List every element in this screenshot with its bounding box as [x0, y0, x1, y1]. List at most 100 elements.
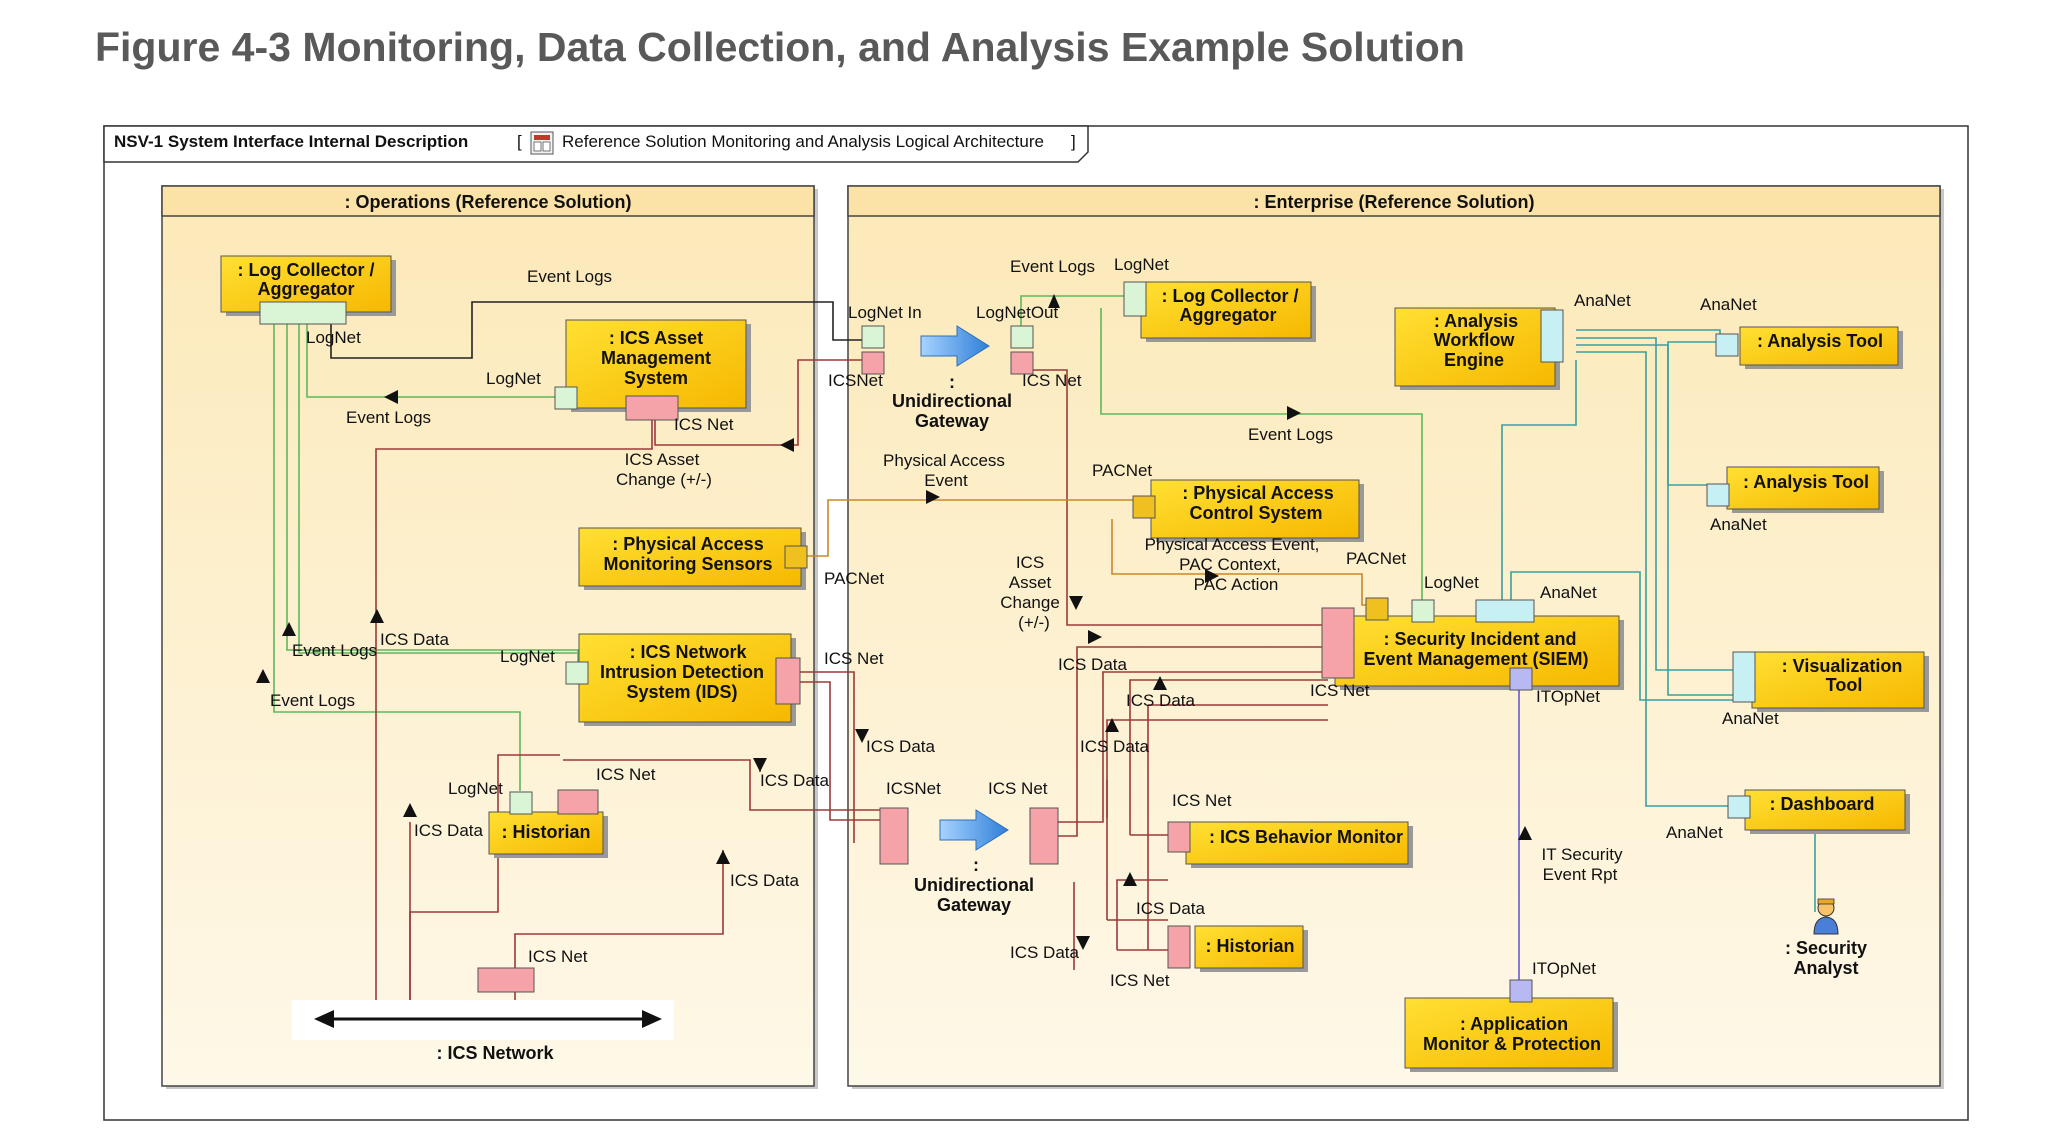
- label-gw-icsnet-lower-in: ICSNet: [886, 779, 941, 798]
- ops-pams-line2: Monitoring Sensors: [603, 554, 772, 574]
- port-gw-upper-icsnet-in: [861, 351, 885, 375]
- ops-ids-block[interactable]: : ICS Network Intrusion Detection System…: [578, 633, 796, 726]
- ent-historian-block[interactable]: : Historian: [1194, 925, 1308, 972]
- arrowheads: [256, 294, 1532, 950]
- ent-analysis-tool-2-block[interactable]: : Analysis Tool: [1726, 466, 1884, 513]
- label-ops-ics-data-lower: ICS Data: [730, 871, 800, 890]
- ops-historian-line1: : Historian: [501, 822, 590, 842]
- operations-panel-title: : Operations (Reference Solution): [344, 192, 631, 212]
- ent-siem-line1: : Security Incident and: [1383, 629, 1576, 649]
- label-ops-pacnet: PACNet: [824, 569, 884, 588]
- label-ent-ananet-siem: AnaNet: [1540, 583, 1597, 602]
- label-ent-ics-data-1: ICS Data: [1058, 655, 1128, 674]
- security-analyst-line2: Analyst: [1793, 958, 1858, 978]
- port-ent-dash-ananet: [1727, 795, 1751, 819]
- ent-log-collector-block[interactable]: : Log Collector / Aggregator: [1140, 281, 1316, 342]
- figure-title: Figure 4-3 Monitoring, Data Collection, …: [95, 24, 1465, 70]
- port-ops-pams-pacnet: [784, 545, 808, 569]
- security-analyst-actor[interactable]: : Security Analyst: [1785, 898, 1867, 978]
- port-ent-hist-icsnet: [1167, 925, 1191, 969]
- ops-asset-mgmt-line1: : ICS Asset: [609, 328, 703, 348]
- port-ent-vis-ananet: [1732, 651, 1756, 703]
- ent-pacs-block[interactable]: : Physical Access Control System: [1150, 479, 1364, 542]
- label-gw-icsnet-lower-out: ICS Net: [988, 779, 1048, 798]
- label-ent-pacnet-top: PACNet: [1092, 461, 1152, 480]
- ent-visualization-block[interactable]: : Visualization Tool: [1751, 651, 1929, 712]
- upper-gateway-line3: Gateway: [915, 411, 989, 431]
- ops-asset-mgmt-line2: Management: [601, 348, 711, 368]
- label-ent-lognet-top: LogNet: [1114, 255, 1169, 274]
- label-ent-ics-data-hist: ICS Data: [1010, 943, 1080, 962]
- lower-gateway[interactable]: : Unidirectional Gateway: [914, 809, 1034, 915]
- label-ops-event-logs-ids: Event Logs: [292, 641, 377, 660]
- port-ent-awe-ananet: [1540, 309, 1564, 363]
- port-ops-network-icsnet: [477, 967, 535, 993]
- frame-kind: NSV-1 System Interface Internal Descript…: [114, 132, 468, 151]
- label-gw-lognet-in: LogNet In: [848, 303, 922, 322]
- label-ent-event-logs-mid: Event Logs: [1248, 425, 1333, 444]
- label-ent-icsnet-hist: ICS Net: [1110, 971, 1170, 990]
- label-ent-lognet-siem: LogNet: [1424, 573, 1479, 592]
- enterprise-panel-title: : Enterprise (Reference Solution): [1253, 192, 1534, 212]
- port-ops-hist-lognet: [509, 791, 533, 815]
- label-ent-ananet-dash: AnaNet: [1666, 823, 1723, 842]
- label-ops-ics-data-right: ICS Data: [760, 771, 830, 790]
- lower-gateway-line2: Unidirectional: [914, 875, 1034, 895]
- port-ent-siem-ananet: [1475, 599, 1535, 623]
- ent-app-monitor-block[interactable]: : Application Monitor & Protection: [1404, 997, 1618, 1072]
- frame-name: Reference Solution Monitoring and Analys…: [562, 132, 1044, 151]
- upper-gateway[interactable]: : Unidirectional Gateway: [892, 325, 1012, 431]
- connectors: [273, 295, 1816, 1015]
- label-ops-lognet-asset: LogNet: [486, 369, 541, 388]
- upper-gateway-line2: Unidirectional: [892, 391, 1012, 411]
- ent-siem-block[interactable]: : Security Incident and Event Management…: [1334, 615, 1624, 690]
- ops-log-collector-line1: : Log Collector /: [238, 260, 375, 280]
- ent-analysis-tool-1-block[interactable]: : Analysis Tool: [1739, 326, 1903, 369]
- label-ent-asset-change-2: Asset: [1009, 573, 1052, 592]
- label-ent-ics-data-bm: ICS Data: [1136, 899, 1206, 918]
- port-ent-at2-ananet: [1706, 483, 1730, 507]
- label-gw-lognet-out: LogNetOut: [976, 303, 1058, 322]
- label-gw-icsnet-upper-out: ICS Net: [1022, 371, 1082, 390]
- label-ent-it-security-1: IT Security: [1542, 845, 1623, 864]
- label-gw-physical-access-event-2: Event: [924, 471, 968, 490]
- port-gw-lognet-out: [1010, 325, 1034, 349]
- label-ent-ananet-at2: AnaNet: [1710, 515, 1767, 534]
- ent-historian-label: : Historian: [1205, 936, 1294, 956]
- lower-gateway-line1: :: [973, 855, 979, 875]
- label-ent-pac-info-2: PAC Context,: [1179, 555, 1281, 574]
- label-ent-event-logs-top: Event Logs: [1010, 257, 1095, 276]
- port-gw-upper-icsnet-out: [1010, 351, 1034, 375]
- ent-visualization-line1: : Visualization: [1782, 656, 1903, 676]
- ent-dashboard-block[interactable]: : Dashboard: [1744, 789, 1910, 834]
- label-ops-ics-data-ids: ICS Data: [380, 630, 450, 649]
- port-gw-lower-icsnet-in: [879, 807, 909, 865]
- upper-gateway-line1: :: [949, 372, 955, 392]
- label-ent-asset-change-4: (+/-): [1018, 613, 1050, 632]
- ent-app-monitor-line2: Monitor & Protection: [1423, 1034, 1601, 1054]
- ent-behavior-monitor-block[interactable]: : ICS Behavior Monitor: [1185, 821, 1413, 868]
- ics-network-label: : ICS Network: [436, 1043, 554, 1063]
- ent-analysis-tool-2-label: : Analysis Tool: [1743, 472, 1869, 492]
- label-ent-ananet-at1: AnaNet: [1700, 295, 1757, 314]
- security-analyst-line1: : Security: [1785, 938, 1867, 958]
- frame-bracket-open: [: [517, 132, 522, 151]
- label-gw-physical-access-event-1: Physical Access: [883, 451, 1005, 470]
- ops-historian-block[interactable]: : Historian: [488, 811, 608, 858]
- port-ent-siem-icsnet: [1321, 607, 1355, 679]
- label-ent-icsnet-siem: ICS Net: [1310, 681, 1370, 700]
- port-ops-asset-icsnet: [625, 395, 679, 421]
- label-ent-ananet-awe: AnaNet: [1574, 291, 1631, 310]
- label-ops-event-logs-hist: Event Logs: [270, 691, 355, 710]
- label-ent-pac-info-1: Physical Access Event,: [1145, 535, 1320, 554]
- ops-pams-block[interactable]: : Physical Access Monitoring Sensors: [578, 527, 806, 590]
- port-ent-collector-lognet: [1123, 281, 1147, 317]
- ics-network-arrow: : ICS Network: [292, 1000, 674, 1063]
- ops-pams-line1: : Physical Access: [612, 534, 763, 554]
- label-gw-icsnet-upper-in: ICSNet: [828, 371, 883, 390]
- port-ent-siem-itopnet: [1509, 667, 1533, 691]
- ent-awe-block[interactable]: : Analysis Workflow Engine: [1394, 307, 1560, 390]
- label-ops-lognet-collector: LogNet: [306, 328, 361, 347]
- port-gw-lower-icsnet-out: [1029, 807, 1059, 865]
- user-icon: [1813, 898, 1839, 935]
